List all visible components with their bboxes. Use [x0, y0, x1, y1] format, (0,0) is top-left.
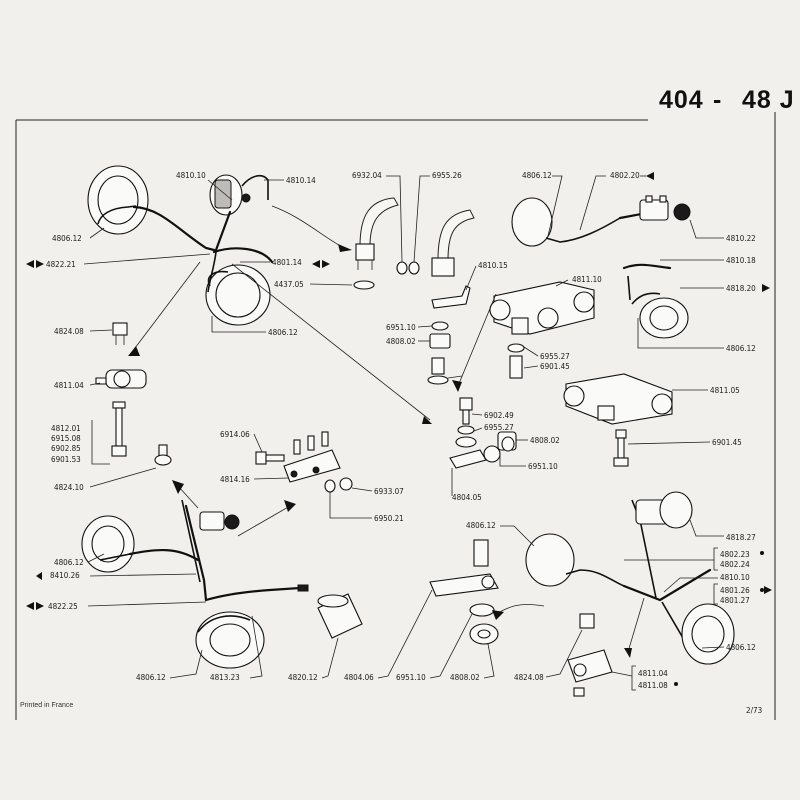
label-4804-05: 4804.05	[452, 493, 482, 502]
label-4801-14: 4801.14	[272, 258, 302, 267]
label-4806-12-c: 4806.12	[522, 171, 552, 180]
union-4811-04-drawing	[95, 369, 147, 389]
label-4818-20: 4818.20	[726, 284, 756, 293]
label-4437-05: 4437.05	[274, 280, 304, 289]
union-4820-12-drawing	[317, 593, 363, 639]
label-4812-01: 4812.01	[51, 424, 81, 433]
label-4811-05: 4811.05	[710, 386, 740, 395]
label-6901-53: 6901.53	[51, 455, 81, 464]
label-6933-07: 6933.07	[374, 487, 404, 496]
label-6901-45-b: 6901.45	[712, 438, 742, 447]
label-6901-45-a: 6901.45	[540, 362, 570, 371]
label-6951-10-a: 6951.10	[386, 323, 416, 332]
block-4814-16-drawing	[283, 431, 341, 483]
printed-in-france: Printed in France	[20, 702, 73, 709]
label-4808-02-b: 4808.02	[530, 436, 560, 445]
label-4811-04-b: 4811.04	[638, 669, 668, 678]
label-4810-18: 4810.18	[726, 256, 756, 265]
bleeder-4824-10-drawing	[154, 444, 172, 466]
label-4802-23: 4802.23	[720, 550, 750, 559]
label-4810-22: 4810.22	[726, 234, 756, 243]
valve-4810-22-drawing	[639, 195, 691, 221]
brake-drum-drawing	[205, 264, 271, 326]
label-4802-20: 4802.20	[610, 171, 640, 180]
wheel-cylinder-drawing	[87, 165, 149, 235]
label-4810-15: 4810.15	[478, 261, 508, 270]
lower-right-assembly	[429, 491, 735, 697]
label-4822-25: 4822.25	[48, 602, 78, 611]
label-6902-49: 6902.49	[484, 411, 514, 420]
label-4806-12-a: 4806.12	[52, 234, 82, 243]
label-6915-08: 6915.08	[51, 434, 81, 443]
label-4811-08: 4811.08	[638, 681, 668, 690]
label-6932-04: 6932.04	[352, 171, 382, 180]
label-6955-27-a: 6955.27	[540, 352, 570, 361]
label-4806-12-b: 4806.12	[268, 328, 298, 337]
label-4824-10: 4824.10	[54, 483, 84, 492]
label-6950-21: 6950.21	[374, 514, 404, 523]
drum-lower-left-drawing	[195, 611, 265, 669]
label-4810-14: 4810.14	[286, 176, 316, 185]
label-4806-12-g-top: 4806.12	[54, 558, 84, 567]
label-6955-27-b: 6955.27	[484, 423, 514, 432]
header-dash: -	[713, 86, 723, 114]
bolt-4812-01-drawing	[111, 401, 127, 457]
union-4811-10-drawing	[489, 281, 595, 335]
label-6951-10-b: 6951.10	[528, 462, 558, 471]
drum-4806-12-lower-drawing	[525, 533, 625, 587]
top-right-assembly	[452, 195, 691, 467]
label-4806-12-d: 4806.12	[726, 344, 756, 353]
label-4806-12-g: 4806.12	[136, 673, 166, 682]
label-4822-21: 4822.21	[46, 260, 76, 269]
plate-number: 48 J	[742, 86, 795, 114]
label-8410-26: 8410.26	[50, 571, 80, 580]
label-6902-85: 6902.85	[51, 444, 81, 453]
bleeder-4824-08-drawing	[112, 322, 128, 345]
label-4810-10: 4810.10	[176, 171, 206, 180]
label-4806-12-e: 4806.12	[466, 521, 496, 530]
label-4813-23: 4813.23	[210, 673, 240, 682]
middle-assembly	[255, 397, 517, 493]
label-4806-12-f: 4806.12	[726, 643, 756, 652]
frame-border	[15, 112, 776, 720]
label-4808-02-a: 4808.02	[386, 337, 416, 346]
drum-bottom-right-drawing	[681, 603, 735, 665]
label-4801-26: 4801.26	[720, 586, 750, 595]
label-4808-02-c: 4808.02	[450, 673, 480, 682]
model-number: 404	[659, 86, 704, 114]
label-4810-10-b: 4810.10	[720, 573, 750, 582]
label-6951-10-c: 6951.10	[396, 673, 426, 682]
valve-lower-left-drawing	[199, 511, 240, 531]
label-4801-27: 4801.27	[720, 596, 750, 605]
label-6914-06: 6914.06	[220, 430, 250, 439]
label-4824-08-b: 4824.08	[514, 673, 544, 682]
label-4820-12: 4820.12	[288, 673, 318, 682]
label-4824-08-a: 4824.08	[54, 327, 84, 336]
label-4811-04-a: 4811.04	[54, 381, 84, 390]
label-4802-24: 4802.24	[720, 560, 750, 569]
servo-4818-27-drawing	[635, 491, 693, 529]
drum-4818-20-drawing	[631, 292, 689, 339]
label-4814-16: 4814.16	[220, 475, 250, 484]
lower-left-assembly	[81, 480, 363, 669]
page-number: 2/73	[746, 706, 762, 715]
hoses-drawing	[353, 197, 595, 385]
callout-labels: 4810.10 4810.14 4806.12 4822.21 4801.14 …	[26, 171, 772, 691]
label-6955-26-a: 6955.26	[432, 171, 462, 180]
label-4818-27: 4818.27	[726, 533, 756, 542]
label-4811-10: 4811.10	[572, 275, 602, 284]
label-4804-06: 4804.06	[344, 673, 374, 682]
union-4811-05-drawing	[563, 373, 673, 425]
brake-servo-drawing	[209, 174, 269, 252]
